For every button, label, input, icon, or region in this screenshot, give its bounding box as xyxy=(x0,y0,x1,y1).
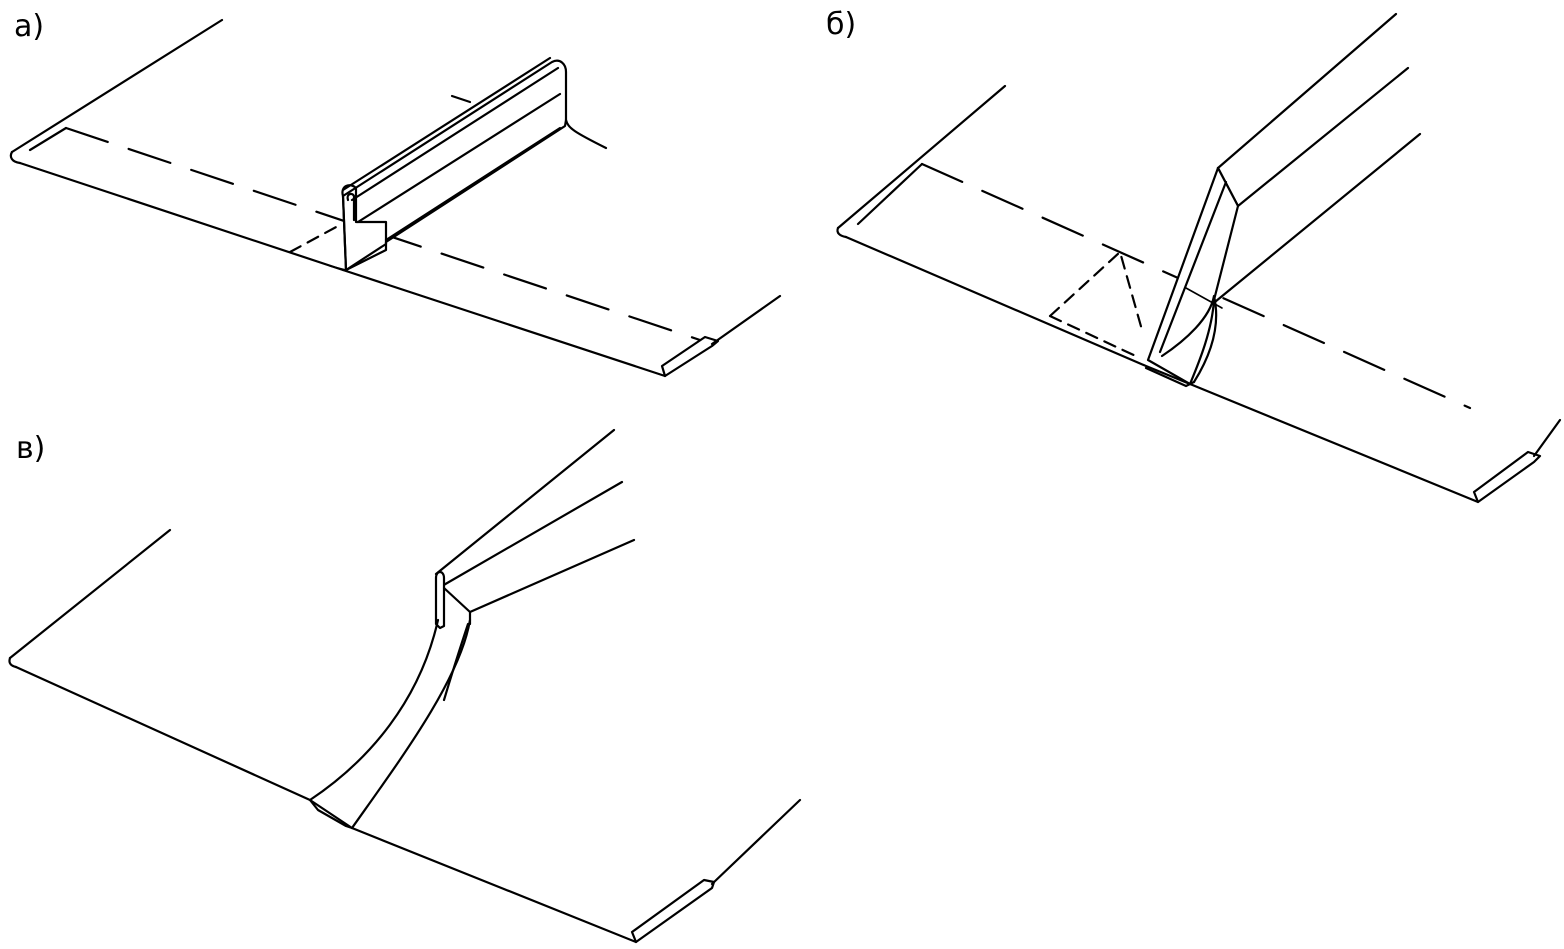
panel-a-seam-base-back xyxy=(450,94,472,104)
panel-b-seam-top-fold xyxy=(1216,66,1410,208)
panel-a-seam-face xyxy=(341,59,568,272)
panel-v-sheet-back-edge-right xyxy=(710,798,802,886)
panel-v-seam-flare-left xyxy=(308,618,440,802)
panel-a-seam-top-roll xyxy=(341,56,552,192)
panel-b-sheet-front-edge xyxy=(844,235,1480,504)
panel-v-seam-lower-edge xyxy=(468,538,636,614)
panel-a-right-fold xyxy=(660,335,720,378)
panel-v-seam-top-edge xyxy=(434,428,616,576)
panel-b-hidden-fold xyxy=(1048,250,1144,360)
panel-a-sheet-front-edge-left xyxy=(18,161,345,272)
panel-b-right-fold xyxy=(1472,450,1542,504)
panel-a-seam-end-profile xyxy=(341,184,388,272)
panel-a-hidden-base xyxy=(288,224,340,254)
panel-v-seam-flare-inner xyxy=(442,622,470,702)
panel-v-sheet-front-edge xyxy=(14,665,638,944)
panel-a-seam-base-right xyxy=(564,118,608,150)
panel-v-seam-end xyxy=(434,570,446,630)
panel-b-seam-top-edge xyxy=(1216,12,1398,170)
panel-v-seam-flare-right xyxy=(350,618,472,830)
panel-a-seam-top-roll-inner xyxy=(350,66,560,202)
panel-b-seam-bend xyxy=(1146,166,1240,386)
panel-a-seam-end-hook xyxy=(346,192,356,222)
panel-a-drawing xyxy=(9,18,782,378)
panel-a-sheet-back-edge-right xyxy=(710,294,782,346)
panel-v-right-fold xyxy=(630,878,716,944)
panel-b-drawing xyxy=(836,12,1562,504)
panel-label-a: а) xyxy=(14,9,45,44)
panel-a-seam-mid-line xyxy=(356,92,562,224)
panel-b-seam-cross xyxy=(1185,287,1223,309)
panel-v-seam-foot xyxy=(308,798,354,830)
panel-b-sheet-back-edge-left xyxy=(836,84,1007,230)
panel-v-seam-end-face xyxy=(442,586,472,626)
panel-a-seam-lower-line xyxy=(384,126,562,242)
panel-b-seam-bend-inner xyxy=(1158,180,1228,354)
panel-v-sheet-back-edge-left xyxy=(8,528,172,660)
panel-label-b: б) xyxy=(826,7,857,42)
panel-v-seam-top-fold xyxy=(440,480,624,588)
panel-b-seam-curl xyxy=(1160,294,1218,384)
panel-b-seam-curl-tip xyxy=(1144,366,1196,388)
panel-v-drawing xyxy=(8,428,802,944)
panel-label-v: в) xyxy=(16,431,46,466)
panel-b-hidden-edge-start xyxy=(856,162,924,226)
panel-v-left-fold xyxy=(8,656,18,669)
panel-a-left-fold xyxy=(9,150,22,165)
panel-a-hidden-edge-start xyxy=(28,126,68,152)
panel-b-left-fold xyxy=(836,226,848,239)
panel-a-sheet-back-edge-left xyxy=(10,18,224,154)
panel-b-sheet-back-edge-right xyxy=(1532,418,1562,458)
panel-a-seam-foot xyxy=(329,249,387,271)
panel-a-sheet-front-edge-right xyxy=(341,268,667,378)
panel-b-seam-lower-edge xyxy=(1208,132,1422,308)
